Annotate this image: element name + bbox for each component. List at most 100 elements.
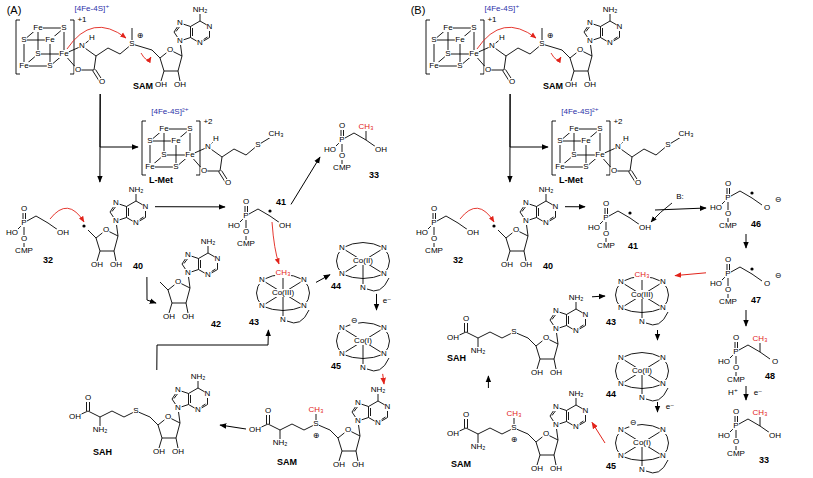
atom-label: ⊖ [350, 317, 358, 325]
atom-label: S [665, 141, 671, 149]
reaction-arrow [157, 330, 269, 370]
atom-label: O [224, 179, 231, 187]
atom-label: S [187, 125, 193, 133]
compound-node: SAM [444, 388, 592, 474]
atom-label: N [552, 203, 559, 211]
methyl-bond [283, 278, 284, 289]
atom-label: OH [447, 430, 460, 438]
atom-label: S [161, 151, 167, 159]
reaction-arrow [592, 422, 605, 443]
atom-label: Fe [595, 151, 605, 159]
atom-label: S [133, 407, 139, 415]
adenosine-sah [150, 381, 208, 448]
atom-label: S [173, 163, 179, 171]
atom-label: S [571, 151, 577, 159]
atom-label: HO [718, 432, 731, 440]
atom-label: Fe [171, 137, 181, 145]
atom-label: Fe [469, 50, 479, 58]
atom-label: Co(II) [353, 257, 374, 265]
atom-label: N [360, 364, 367, 372]
atom-label: N [618, 354, 625, 362]
atom-label: N [375, 419, 382, 427]
reaction-arrow [746, 310, 747, 326]
reaction-arrow [316, 275, 330, 283]
atom-label: +1 [487, 16, 497, 24]
atom-label: O [20, 235, 27, 243]
atom-label: N [177, 19, 184, 27]
phosphonate-46 [720, 188, 762, 222]
atom-label: N [175, 386, 182, 394]
compound-number: 32 [452, 256, 464, 266]
atom-label: ⊖ [629, 419, 637, 427]
atom-label: O [74, 66, 81, 74]
atom-label: O [508, 78, 515, 86]
atom-label: N [259, 276, 266, 284]
atom-label: N [195, 406, 202, 414]
atom-label: OH [352, 461, 365, 469]
atom-label: N [197, 39, 204, 47]
atom-label: OH [174, 81, 187, 89]
methyl-bond [366, 131, 367, 140]
atom-label: N [582, 407, 589, 415]
atom-label: +2 [203, 118, 213, 126]
atom-label: N [660, 452, 667, 460]
atom-label: [4Fe-4S]⁺ [484, 5, 520, 13]
reaction-arrow [675, 273, 706, 276]
atom-label: O [484, 66, 491, 74]
atom-label: N [79, 42, 86, 50]
compound-node: L-Met [138, 104, 298, 190]
atom-label: O [102, 226, 109, 234]
compound-number: 46 [750, 220, 762, 230]
atom-label: OH [279, 222, 292, 230]
atom-label: HO [710, 280, 723, 288]
atom-label: N [660, 380, 667, 388]
atom-label: S [539, 40, 545, 48]
compound-node: SAH [62, 370, 220, 470]
reaction-arrow [655, 208, 706, 210]
atom-label: OH [584, 81, 597, 89]
atom-label: S [129, 40, 135, 48]
base-arrow [651, 203, 672, 222]
reaction-arrow [383, 374, 384, 384]
atom-label: OH [550, 465, 563, 473]
phosphonate-33 [728, 416, 770, 450]
atom-label: CMP [727, 450, 746, 458]
homocysteine-sah [453, 319, 528, 351]
reaction-arrow [509, 94, 510, 182]
atom-label: O [602, 200, 609, 208]
phosphonate-48 [728, 342, 770, 376]
atom-label: CMP [727, 376, 746, 384]
atom-label: N [142, 203, 149, 211]
atom-label: OH [550, 369, 563, 377]
atom-label: N [185, 251, 192, 259]
atom-label: ⊕ [136, 32, 144, 40]
atom-label: O [462, 315, 469, 323]
atom-label: HO [718, 358, 731, 366]
atom-label: O [174, 278, 181, 286]
atom-label: OH [467, 229, 480, 237]
reaction-arrow [592, 296, 605, 298]
compound-number: 41 [627, 242, 639, 252]
atom-label: H [89, 34, 96, 42]
atom-label: +2 [613, 118, 623, 126]
atom-label: ⊖ [774, 272, 782, 280]
atom-label: O [430, 235, 437, 243]
atom-label: e⁻ [382, 297, 392, 305]
atom-label: CH₃ [358, 123, 374, 131]
atom-label: OH [110, 261, 123, 269]
phosphonate-33 [334, 130, 376, 164]
atom-label: O [771, 358, 778, 366]
atom-label: N [618, 278, 625, 286]
atom-label: OH [153, 448, 166, 456]
atom-label: CMP [425, 247, 444, 255]
atom-label: N [339, 350, 346, 358]
atom-label: Fe [45, 36, 55, 44]
atom-label: N [660, 354, 667, 362]
reaction-arrow [220, 425, 246, 429]
atom-label: O [724, 180, 731, 188]
atom-label: S [445, 50, 451, 58]
atom-label: O [542, 430, 549, 438]
atom-label: HO [6, 229, 19, 237]
atom-label: N [523, 217, 530, 225]
atom-label: S [21, 36, 27, 44]
